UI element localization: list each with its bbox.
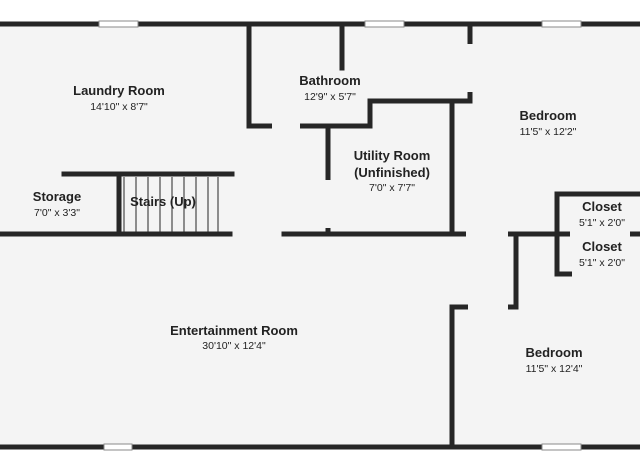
bedroom-1-dims: 11'5" x 12'2" <box>520 126 577 138</box>
bedroom-1-name: Bedroom <box>519 108 576 123</box>
bedroom-2-name: Bedroom <box>525 345 582 360</box>
entertainment-room-dims: 30'10" x 12'4" <box>202 340 266 352</box>
closet-2-name: Closet <box>582 239 622 254</box>
closet-1-name: Closet <box>582 199 622 214</box>
utility-room-name-line2: (Unfinished) <box>354 165 430 180</box>
storage-dims: 7'0" x 3'3" <box>34 207 80 219</box>
stairs-label: Stairs (Up) <box>130 194 196 209</box>
laundry-room-name: Laundry Room <box>73 83 165 98</box>
utility-room-name: Utility Room <box>354 148 431 163</box>
bathroom-dims: 12'9" x 5'7" <box>304 91 356 103</box>
stairs-treads <box>123 177 219 232</box>
bathroom-name: Bathroom <box>299 73 360 88</box>
walls <box>0 21 640 450</box>
closet-2-dims: 5'1" x 2'0" <box>579 257 625 269</box>
laundry-room-dims: 14'10" x 8'7" <box>90 101 148 113</box>
door-openings <box>272 44 630 310</box>
windows <box>98 20 582 451</box>
storage-name: Storage <box>33 189 81 204</box>
closet-1-dims: 5'1" x 2'0" <box>579 217 625 229</box>
entertainment-room-name: Entertainment Room <box>170 323 298 338</box>
utility-room-dims: 7'0" x 7'7" <box>369 182 415 194</box>
bedroom-2-dims: 11'5" x 12'4" <box>526 363 583 375</box>
